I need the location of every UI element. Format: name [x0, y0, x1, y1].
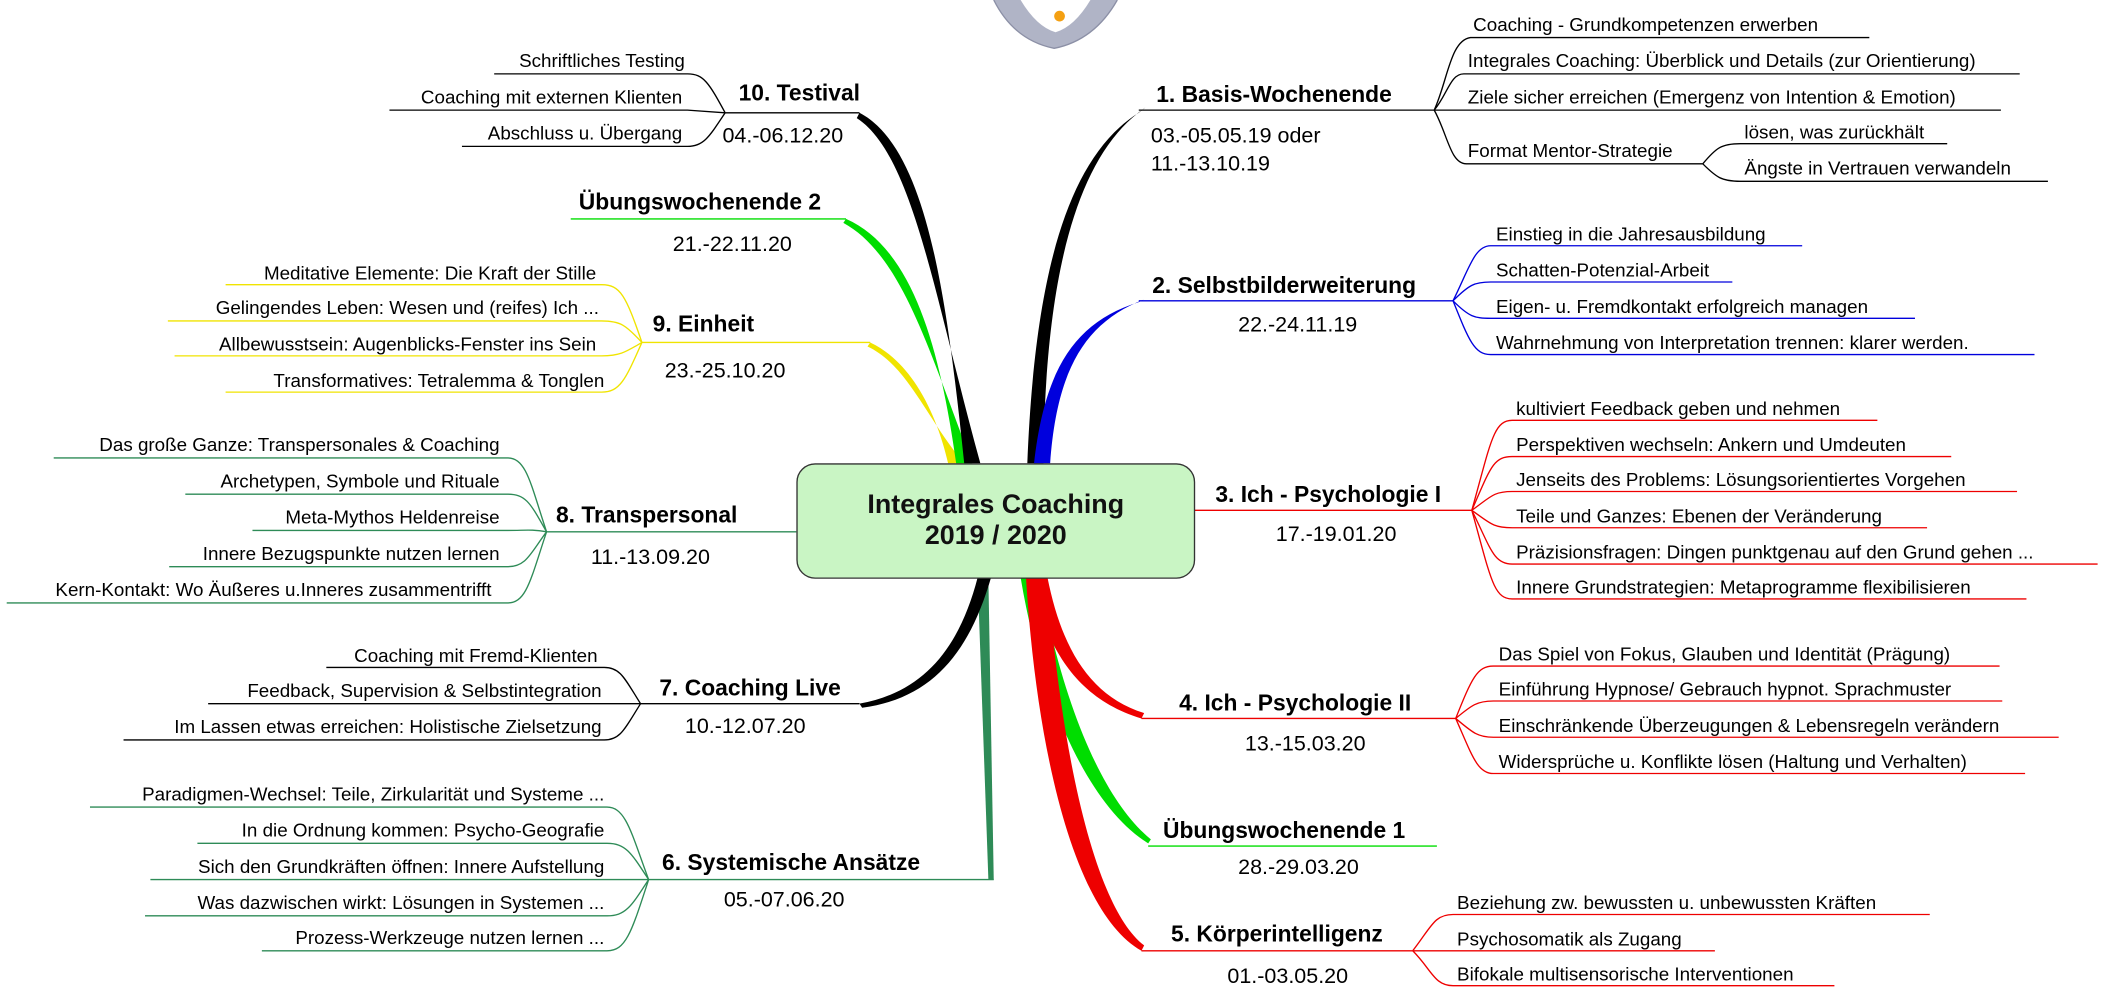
trunk-b5 — [1025, 577, 1145, 951]
branch-10-item[interactable]: Coaching mit externen Klienten — [420, 85, 683, 108]
branch-9-date: 23.-25.10.20 — [664, 359, 786, 383]
branch-6-item[interactable]: Paradigmen-Wechsel: Teile, Zirkularität … — [142, 782, 605, 805]
practice-weekend-1-title[interactable]: Übungswochenende 1 — [1162, 817, 1406, 844]
branch-3-item[interactable]: kultiviert Feedback geben und nehmen — [1516, 397, 1841, 419]
practice-weekend-2-date: 21.-22.11.20 — [672, 233, 792, 257]
branch-10-date: 04.-06.12.20 — [722, 124, 844, 148]
branch-2-item[interactable]: Eigen- u. Fremdkontakt erfolgreich manag… — [1495, 295, 1869, 317]
branch-7-date: 10.-12.07.20 — [684, 715, 806, 739]
branch-6-item[interactable]: Sich den Grundkräften öffnen: Innere Auf… — [198, 855, 605, 877]
branch-1-date-line1: 03.-05.05.19 oder — [1150, 124, 1321, 148]
branch-2-item[interactable]: Wahrnehmung von Interpretation trennen: … — [1495, 331, 1969, 354]
branch-1-item[interactable]: Ziele sicher erreichen (Emergenz von Int… — [1467, 85, 1956, 108]
branch-7-item[interactable]: Feedback, Supervision & Selbstintegratio… — [247, 679, 602, 701]
branch-8-item[interactable]: Innere Bezugspunkte nutzen lernen — [202, 542, 500, 565]
branch-1-title[interactable]: 1. Basis-Wochenende — [1156, 81, 1392, 108]
branch-3-date: 17.-19.01.20 — [1275, 523, 1397, 547]
branch-8-item[interactable]: Kern-Kontakt: Wo Äußeres u.Inneres zusam… — [55, 578, 492, 601]
logo-icon — [993, 0, 1118, 50]
practice-weekend-1-date: 28.-29.03.20 — [1238, 856, 1359, 880]
branch-3-item[interactable]: Perspektiven wechseln: Ankern und Umdeut… — [1516, 433, 1906, 456]
branch-3-title[interactable]: 3. Ich - Psychologie I — [1215, 482, 1442, 508]
branch-4-title[interactable]: 4. Ich - Psychologie II — [1179, 690, 1412, 716]
branch-7-title[interactable]: 7. Coaching Live — [659, 675, 841, 701]
branch-10-item[interactable]: Abschluss u. Übergang — [487, 122, 683, 144]
branch-3-item[interactable]: Teile und Ganzes: Ebenen der Veränderung — [1516, 504, 1882, 527]
branch-9-item[interactable]: Allbewusstsein: Augenblicks-Fenster ins … — [218, 333, 597, 355]
branch-5-date: 01.-03.05.20 — [1227, 965, 1349, 989]
branch-8-date: 11.-13.09.20 — [590, 546, 710, 570]
trunk-b1 — [1027, 107, 1146, 464]
branch-10-title[interactable]: 10. Testival — [738, 80, 861, 107]
branch-5-item[interactable]: Bifokale multisensorische Interventionen — [1457, 962, 1794, 985]
trunk-b7 — [859, 577, 992, 708]
branch-3-item[interactable]: Präzisionsfragen: Dingen punktgenau auf … — [1516, 541, 2034, 563]
branch-6-date: 05.-07.06.20 — [723, 888, 845, 912]
branch-9-item[interactable]: Gelingendes Leben: Wesen und (reifes) Ic… — [215, 296, 599, 319]
branch-8-item[interactable]: Archetypen, Symbole und Rituale — [220, 470, 500, 492]
trunk-bu2 — [843, 218, 973, 464]
branch-7-item[interactable]: Im Lassen etwas erreichen: Holistische Z… — [174, 715, 602, 738]
branch-6-item[interactable]: In die Ordnung kommen: Psycho-Geografie — [241, 819, 605, 841]
practice-weekend-2-title[interactable]: Übungswochenende 2 — [578, 189, 822, 215]
branch-4-item[interactable]: Einführung Hypnose/ Gebrauch hypnot. Spr… — [1498, 678, 1952, 700]
branch-1-item[interactable]: Coaching - Grundkompetenzen erwerben — [1473, 13, 1819, 35]
branch-8-item[interactable]: Das große Ganze: Transpersonales & Coach… — [99, 433, 500, 456]
branch-5-item[interactable]: Beziehung zw. bewussten u. unbewussten K… — [1457, 891, 1877, 914]
branch-3-item[interactable]: Jenseits des Problems: Lösungsorientiert… — [1516, 468, 1966, 491]
central-topic[interactable]: Integrales Coaching 2019 / 2020 — [796, 463, 1196, 579]
branch-9-title[interactable]: 9. Einheit — [652, 311, 755, 338]
branch-6-item[interactable]: Was dazwischen wirkt: Lösungen in System… — [197, 891, 605, 914]
branch-10-item[interactable]: Schriftliches Testing — [519, 49, 685, 72]
branch-3-item[interactable]: Innere Grundstrategien: Metaprogramme fl… — [1516, 576, 1971, 598]
branch-5-item[interactable]: Psychosomatik als Zugang — [1457, 927, 1682, 950]
branch-1-item[interactable]: Format Mentor-Strategie — [1467, 139, 1673, 162]
trunk-b6 — [977, 577, 994, 880]
branch-1-subitem[interactable]: lösen, was zurückhält — [1744, 120, 1925, 143]
branch-4-item[interactable]: Das Spiel von Fokus, Glauben und Identit… — [1498, 643, 1951, 665]
branch-1-subitem[interactable]: Ängste in Vertrauen verwandeln — [1744, 157, 2011, 179]
branch-8-title[interactable]: 8. Transpersonal — [555, 502, 738, 528]
branch-1-date-line2: 11.-13.10.19 — [1150, 153, 1270, 176]
central-topic-line1: Integrales Coaching — [867, 490, 1125, 520]
branch-4-item[interactable]: Einschränkende Überzeugungen & Lebensreg… — [1498, 714, 2000, 736]
branch-6-title[interactable]: 6. Systemische Ansätze — [662, 850, 921, 876]
central-topic-line2: 2019 / 2020 — [924, 521, 1067, 551]
branch-9-item[interactable]: Meditative Elemente: Die Kraft der Still… — [263, 261, 597, 284]
branch-2-item[interactable]: Schatten-Potenzial-Arbeit — [1495, 259, 1710, 281]
branch-2-item[interactable]: Einstieg in die Jahresausbildung — [1495, 222, 1766, 245]
branch-6-item[interactable]: Prozess-Werkzeuge nutzen lernen ... — [295, 926, 605, 949]
branch-7-item[interactable]: Coaching mit Fremd-Klienten — [354, 644, 598, 667]
branch-2-title[interactable]: 2. Selbstbilderweiterung — [1152, 272, 1417, 299]
branch-4-date: 13.-15.03.20 — [1244, 733, 1366, 757]
branch-5-title[interactable]: 5. Körperintelligenz — [1171, 921, 1383, 947]
branch-8-item[interactable]: Meta-Mythos Heldenreise — [285, 506, 500, 528]
branch-4-item[interactable]: Widersprüche u. Konflikte lösen (Haltung… — [1498, 750, 1967, 773]
branch-2-date: 22.-24.11.19 — [1238, 314, 1358, 338]
trunk-b9 — [867, 342, 965, 464]
trunk-b10 — [856, 112, 981, 464]
trunk-b2 — [1034, 299, 1145, 464]
branch-9-item[interactable]: Transformatives: Tetralemma & Tonglen — [273, 369, 605, 391]
branch-1-item[interactable]: Integrales Coaching: Überblick und Detai… — [1467, 49, 1976, 72]
